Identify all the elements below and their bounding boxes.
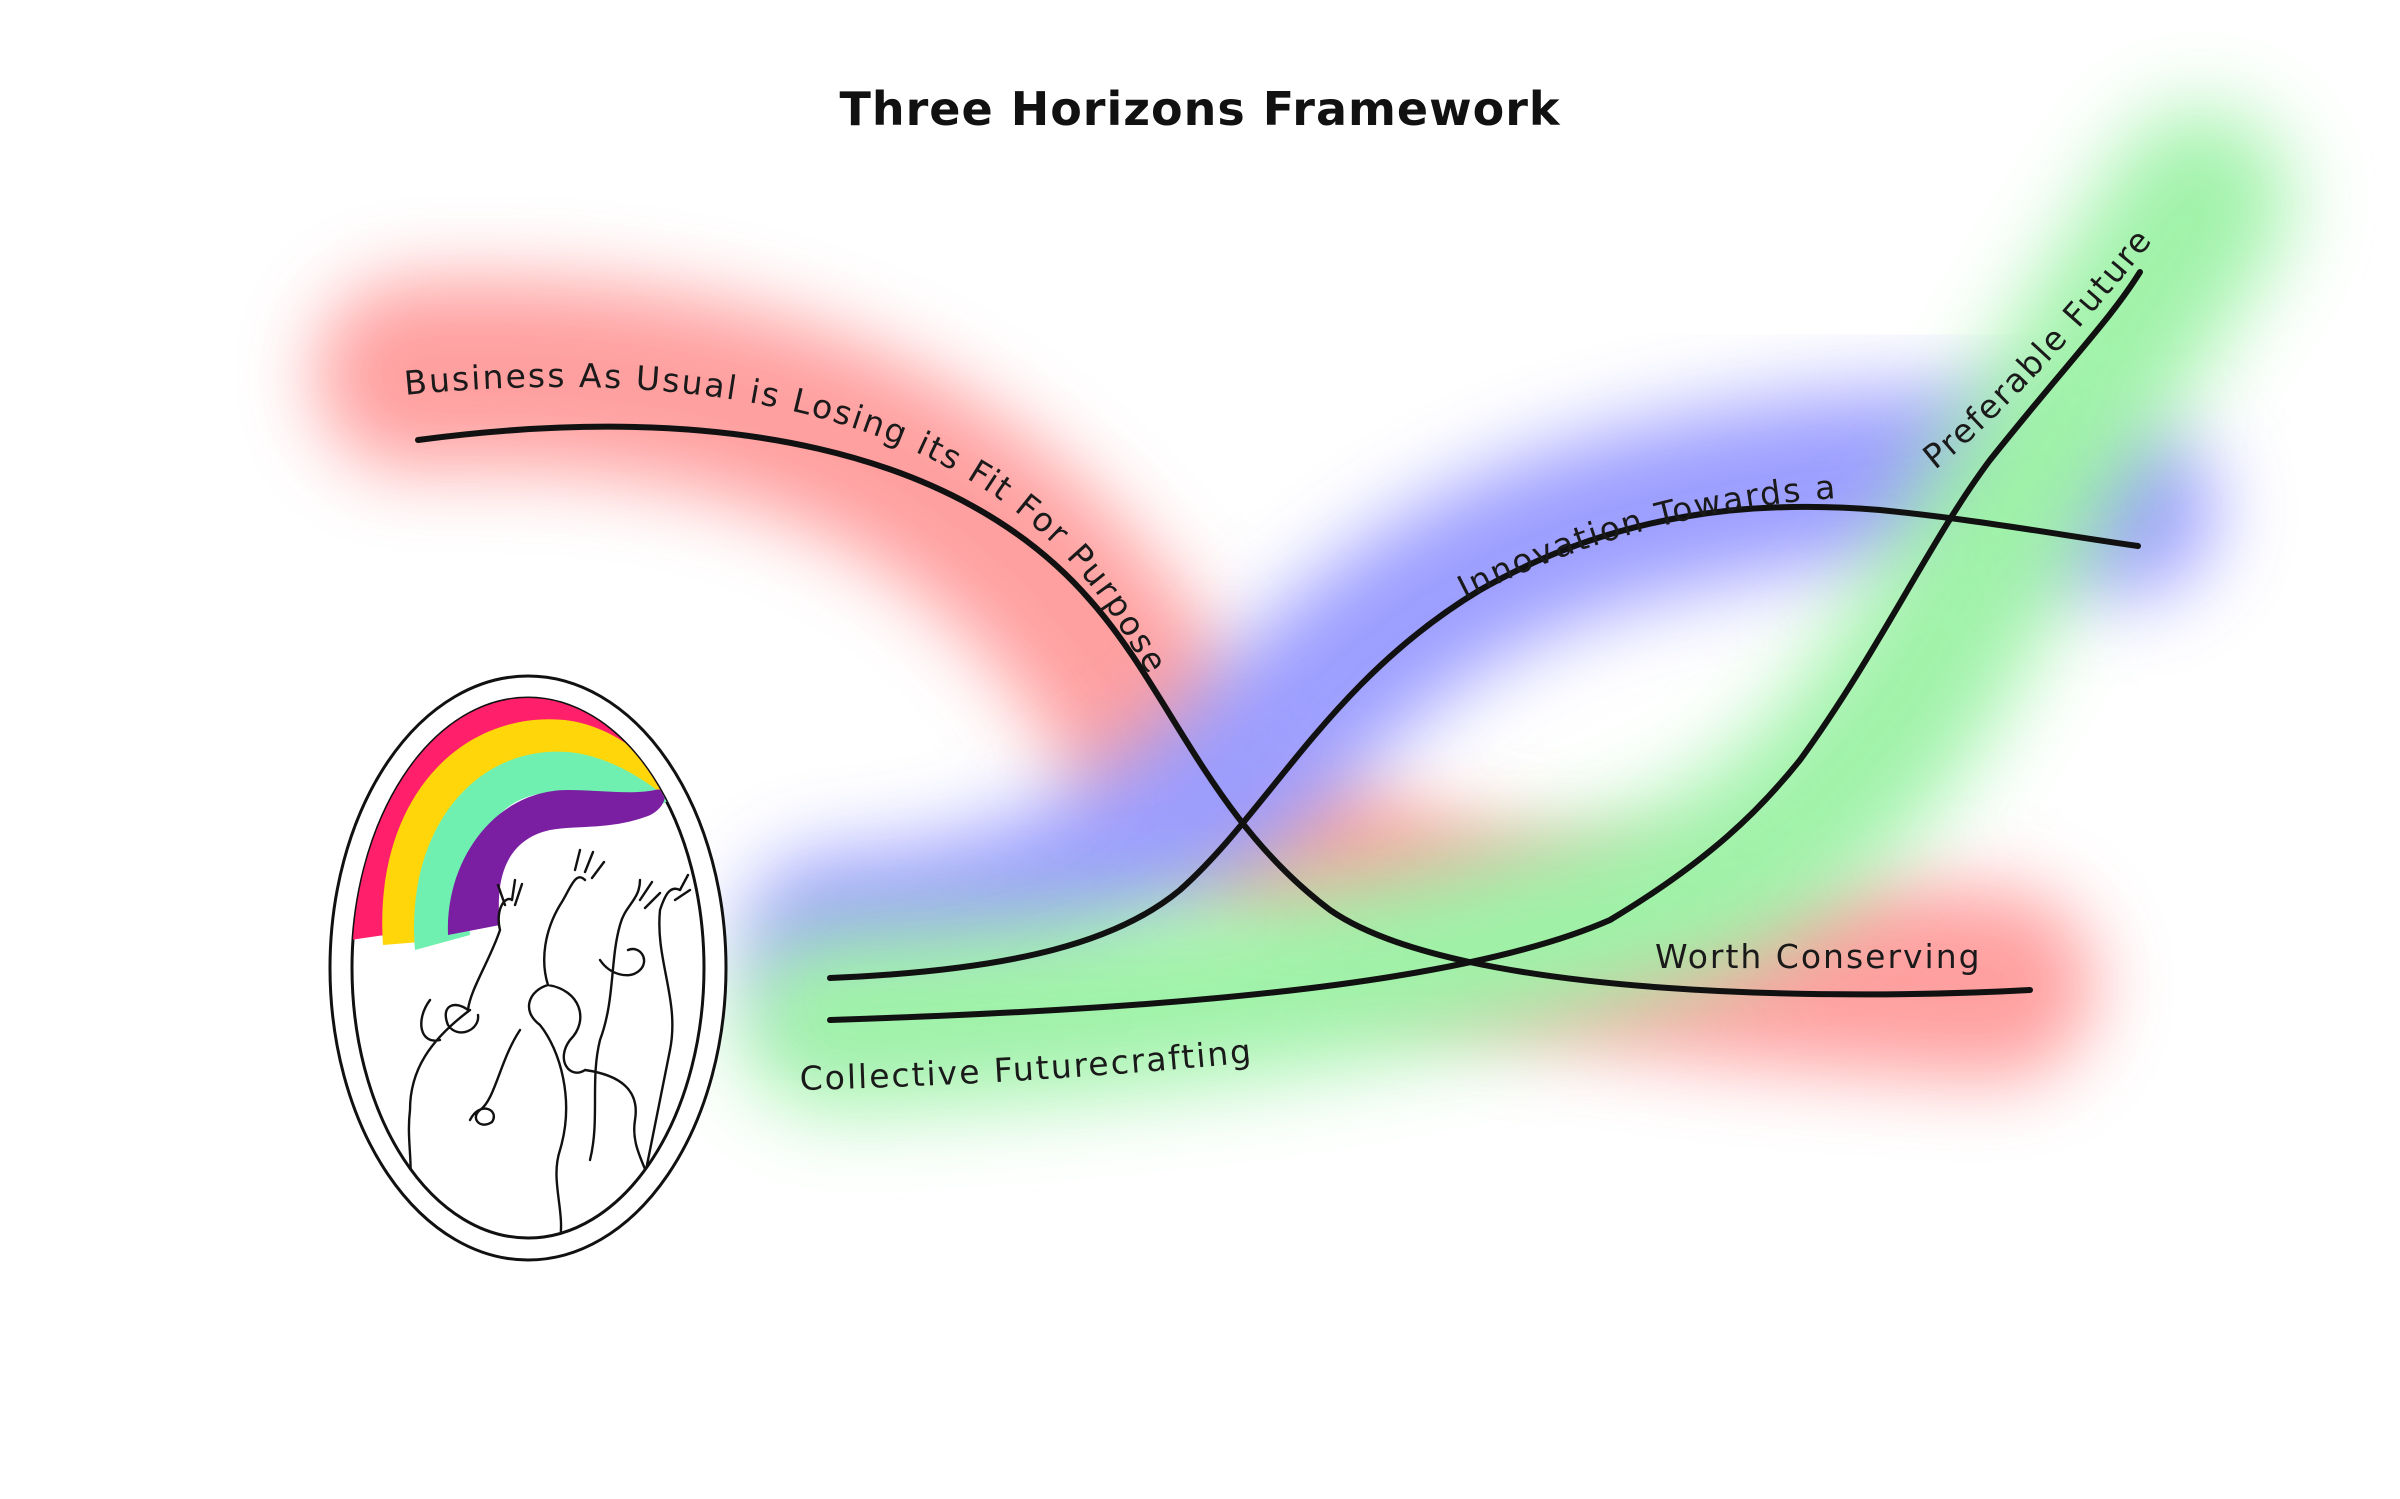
horizon-2-curve [827,503,2141,981]
horizon-1-curve [415,423,2033,998]
hands-sketch [398,848,692,1238]
worth-conserving-label: Worth Conserving [1655,937,1982,976]
horizon-3-curve [827,269,2143,1023]
rainbow-hands-illustration [328,674,728,1262]
horizon-3-glow [740,110,2290,1110]
rainbow-band-3 [414,751,670,950]
rainbow-band-4 [447,789,665,935]
diagram-title: Three Horizons Framework [839,82,1561,136]
horizon-glows [315,110,2290,1110]
